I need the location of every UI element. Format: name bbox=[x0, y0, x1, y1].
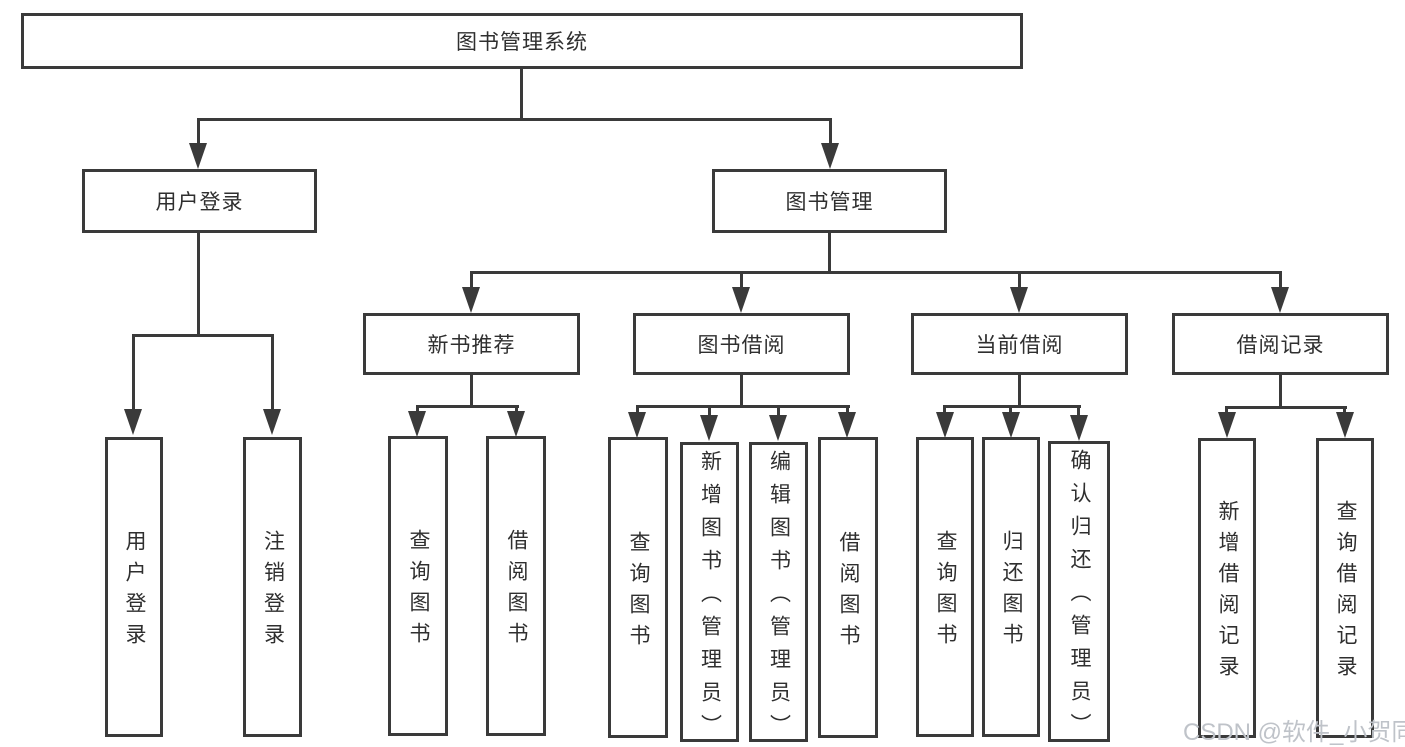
arrow-down-icon bbox=[732, 287, 750, 313]
node-current-borrow: 当前借阅 bbox=[911, 313, 1128, 375]
arrow-down-icon bbox=[1002, 412, 1020, 438]
leaf-return-books: 归还图书 bbox=[982, 437, 1040, 737]
arrow-down-icon bbox=[821, 143, 839, 169]
leaf-confirm-return-admin: 确认归还（管理员） bbox=[1048, 441, 1110, 746]
arrow-down-icon bbox=[462, 287, 480, 313]
node-library-system: 图书管理系统 bbox=[21, 13, 1023, 69]
leaf-borrow-books-recommend: 借阅图书 bbox=[486, 436, 546, 736]
connector-vline bbox=[1279, 375, 1282, 409]
arrow-down-icon bbox=[263, 409, 281, 435]
connector-vline bbox=[846, 405, 849, 415]
connector-hline bbox=[636, 405, 850, 408]
connector-vline bbox=[470, 375, 473, 408]
arrow-down-icon bbox=[1336, 412, 1354, 438]
connector-vline bbox=[197, 118, 200, 146]
connector-vline bbox=[1018, 271, 1021, 289]
node-user-login: 用户登录 bbox=[82, 169, 317, 233]
arrow-down-icon bbox=[1010, 287, 1028, 313]
node-book-management: 图书管理 bbox=[712, 169, 947, 233]
connector-vline bbox=[740, 271, 743, 289]
leaf-borrow-books: 借阅图书 bbox=[818, 437, 878, 738]
arrow-down-icon bbox=[124, 409, 142, 435]
connector-hline bbox=[470, 271, 1282, 274]
leaf-edit-books-admin: 编辑图书（管理员） bbox=[749, 442, 808, 747]
connector-vline bbox=[1018, 375, 1021, 408]
arrow-down-icon bbox=[936, 412, 954, 438]
leaf-logout: 注销登录 bbox=[243, 437, 302, 737]
connector-vline bbox=[271, 334, 274, 410]
connector-hline bbox=[416, 405, 519, 408]
leaf-query-books-current: 查询图书 bbox=[916, 437, 974, 737]
arrow-down-icon bbox=[507, 411, 525, 437]
connector-vline bbox=[943, 405, 946, 415]
arrow-down-icon bbox=[1218, 412, 1236, 438]
arrow-down-icon bbox=[769, 415, 787, 441]
connector-vline bbox=[520, 69, 523, 121]
watermark-csdn: CSDN @软件_小贺同学 bbox=[1183, 719, 1405, 746]
arrow-down-icon bbox=[189, 143, 207, 169]
leaf-user-login: 用户登录 bbox=[105, 437, 163, 737]
connector-vline bbox=[777, 405, 780, 417]
leaf-add-books-admin: 新增图书（管理员） bbox=[680, 442, 739, 747]
connector-hline bbox=[1225, 406, 1347, 409]
arrow-down-icon bbox=[1271, 287, 1289, 313]
connector-vline bbox=[132, 334, 135, 410]
arrow-down-icon bbox=[1070, 415, 1088, 441]
arrow-down-icon bbox=[700, 415, 718, 441]
arrow-down-icon bbox=[628, 412, 646, 438]
connector-vline bbox=[829, 118, 832, 146]
connector-vline bbox=[416, 405, 419, 415]
arrow-down-icon bbox=[408, 411, 426, 437]
connector-hline bbox=[132, 334, 274, 337]
leaf-query-borrow-record: 查询借阅记录 bbox=[1316, 438, 1374, 738]
connector-vline bbox=[197, 233, 200, 337]
node-borrow-records: 借阅记录 bbox=[1172, 313, 1389, 375]
connector-hline bbox=[197, 118, 832, 121]
connector-vline bbox=[1077, 405, 1080, 417]
connector-vline bbox=[470, 271, 473, 289]
arrow-down-icon bbox=[838, 412, 856, 438]
connector-vline bbox=[708, 405, 711, 417]
node-book-borrow: 图书借阅 bbox=[633, 313, 850, 375]
connector-vline bbox=[1225, 406, 1228, 416]
connector-vline bbox=[1009, 405, 1012, 415]
leaf-add-borrow-record: 新增借阅记录 bbox=[1198, 438, 1256, 738]
connector-hline bbox=[943, 405, 1081, 408]
connector-vline bbox=[740, 375, 743, 408]
connector-vline bbox=[1343, 406, 1346, 416]
leaf-query-books-borrow: 查询图书 bbox=[608, 437, 668, 738]
connector-vline bbox=[828, 233, 831, 274]
connector-vline bbox=[636, 405, 639, 415]
connector-vline bbox=[515, 405, 518, 415]
connector-vline bbox=[1279, 271, 1282, 289]
node-new-book-recommend: 新书推荐 bbox=[363, 313, 580, 375]
leaf-query-books-recommend: 查询图书 bbox=[388, 436, 448, 736]
